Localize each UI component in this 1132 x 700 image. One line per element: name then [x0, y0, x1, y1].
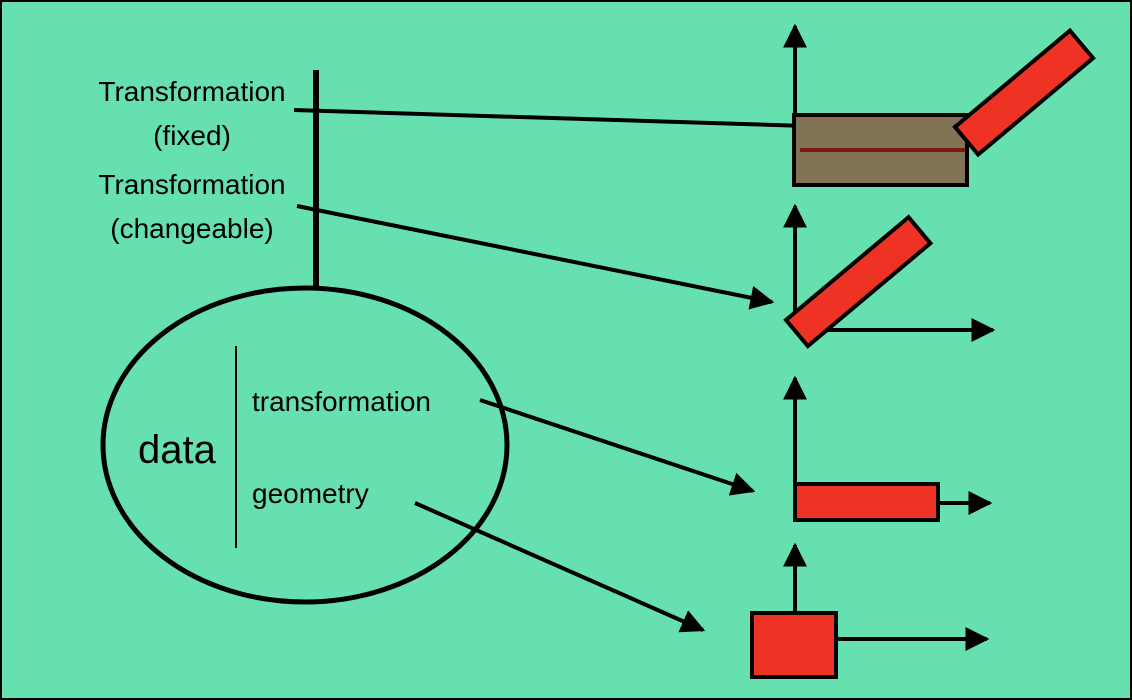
red-bar-rotated: [783, 214, 934, 349]
arrow-changeable-to-rotated: [296, 204, 775, 310]
label-transformation-changeable-line2: (changeable): [110, 213, 273, 244]
label-transformation-changeable-line1: Transformation: [98, 169, 285, 200]
red-bar-rotated-on-frame: [952, 27, 1096, 158]
illustration-transformation: [783, 375, 993, 522]
label-geometry: geometry: [252, 478, 369, 509]
illustration-geometry: [750, 542, 990, 679]
illustration-fixed: [783, 23, 1096, 187]
label-data: data: [138, 428, 217, 472]
illustration-changeable: [783, 203, 996, 349]
red-square: [750, 611, 838, 679]
red-bar-horizontal: [793, 482, 940, 522]
data-node-ellipse: [100, 285, 510, 605]
label-transformation-fixed-line2: (fixed): [153, 120, 231, 151]
label-transformation: transformation: [252, 386, 431, 417]
arrow-transformation-to-translated: [479, 398, 756, 496]
arrow-geometry-to-square: [414, 501, 706, 633]
label-transformation-fixed-line1: Transformation: [98, 76, 285, 107]
